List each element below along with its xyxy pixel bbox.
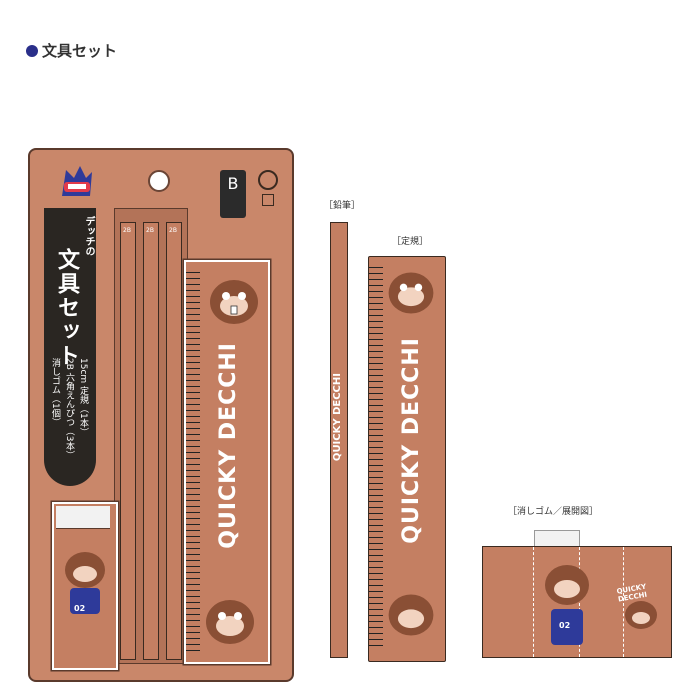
label-ruler: ［定規］ <box>392 237 429 247</box>
fold-line <box>533 547 534 657</box>
recycle-mark-icon <box>256 170 280 230</box>
team-logo-icon <box>62 166 92 196</box>
contents-list: 15cm 定規（1本） 2B 六角えんぴつ（3本） 消しゴム（1個） <box>48 358 90 460</box>
squirrel-mascot-icon <box>388 272 434 314</box>
section-heading: 文具セット <box>26 40 117 61</box>
jersey-number: 02 <box>74 604 86 613</box>
title-panel: デッチの 文具セット 15cm 定規（1本） 2B 六角えんぴつ（3本） 消しゴ… <box>44 208 96 486</box>
pencil-grade-label: 2B <box>169 227 177 234</box>
title-small: デッチの <box>83 216 94 256</box>
eraser-sleeve <box>56 506 110 529</box>
jersey-number: 02 <box>559 621 571 630</box>
contents-item-pencils: 2B 六角えんぴつ（3本） <box>64 358 74 460</box>
squirrel-mascot-icon <box>388 594 434 636</box>
label-eraser: ［消しゴム／展開図］ <box>508 507 599 517</box>
title-big: 文具セット <box>54 248 79 368</box>
fold-line <box>579 547 580 657</box>
ruler-detail: QUICKY DECCHI <box>368 256 446 662</box>
squirrel-mascot-icon <box>206 600 254 644</box>
ruler-brand-text: QUICKY DECCHI <box>399 337 424 544</box>
pencil-detail: QUICKY DECCHI <box>330 222 348 658</box>
ruler-ticks <box>186 272 200 652</box>
pencil-grade-label: 2B <box>123 227 131 234</box>
bullet-icon <box>26 44 38 57</box>
contents-item-eraser: 消しゴム（1個） <box>50 358 60 427</box>
eraser-in-package: 02 <box>52 502 118 670</box>
fold-line <box>623 547 624 657</box>
contents-item-ruler: 15cm 定規（1本） <box>78 358 88 437</box>
squirrel-mascot-icon <box>210 280 258 324</box>
squirrel-mascot-icon <box>545 565 589 645</box>
ruler-ticks <box>369 267 383 651</box>
pencil-brand-text: QUICKY DECCHI <box>332 373 343 462</box>
section-title: 文具セット <box>42 42 118 60</box>
ruler-in-package: QUICKY DECCHI <box>184 260 270 664</box>
pencil-grade-label: 2B <box>146 227 154 234</box>
label-pencil: ［鉛筆］ <box>324 201 361 211</box>
pencil-3: 2B <box>166 222 182 660</box>
squirrel-mascot-icon <box>625 601 657 629</box>
ruler-brand-text: QUICKY DECCHI <box>216 342 241 549</box>
pencil-2: 2B <box>143 222 159 660</box>
league-badge-icon: B <box>220 170 246 218</box>
pencil-1: 2B <box>120 222 136 660</box>
hang-hole <box>148 170 170 192</box>
eraser-unfolded: 02 QUICKY DECCHI <box>482 546 672 658</box>
squirrel-mascot-icon <box>65 552 105 614</box>
